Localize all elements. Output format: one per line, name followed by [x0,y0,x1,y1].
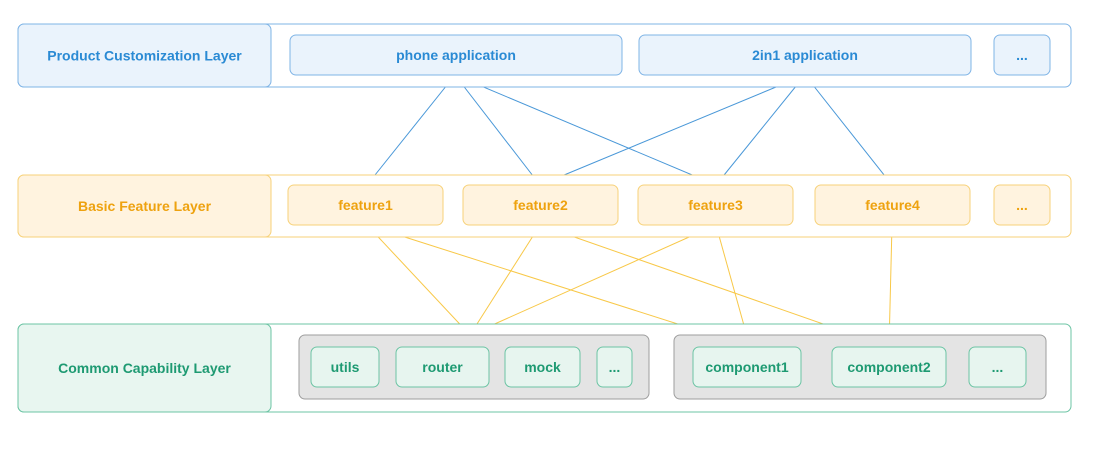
node-box [831,346,947,388]
edge-phone-to-feature1 [366,74,456,186]
node-feature3[interactable]: feature3 [637,184,794,226]
node-label: mock [524,359,561,375]
node-product_more[interactable]: ... [993,34,1051,76]
layer-title-box [17,174,272,238]
layer-title-box [17,23,272,88]
edge-feature1-to-utility_group [366,224,471,336]
node-label: 2in1 application [752,47,858,63]
node-label: ... [992,359,1004,375]
node-box [310,346,380,388]
layer-title: Common Capability Layer [58,360,231,376]
node-mock[interactable]: mock [504,346,581,388]
node-label: component2 [847,359,930,375]
node-label: ... [1016,197,1028,213]
node-box [596,346,633,388]
node-label: utils [331,359,360,375]
node-label: feature4 [865,197,920,213]
node-component_more[interactable]: ... [968,346,1027,388]
node-box [287,184,444,226]
nodes-layer: phone application 2in1 application... feat… [287,34,1051,400]
edge-twoin1-to-feature4 [804,74,893,186]
node-label: feature1 [338,197,393,213]
node-utility_more[interactable]: ... [596,346,633,388]
node-box [692,346,802,388]
layer-title: Product Customization Layer [47,48,242,64]
node-box [395,346,490,388]
node-box [637,184,794,226]
node-utils[interactable]: utils [310,346,380,388]
node-label: feature3 [688,197,743,213]
node-label: ... [1016,47,1028,63]
node-box [504,346,581,388]
node-label: ... [609,359,621,375]
edge-feature3-to-utility_group [469,224,717,336]
node-feature1[interactable]: feature1 [287,184,444,226]
layer-title: Basic Feature Layer [78,198,212,214]
edge-twoin1-to-feature2 [539,74,806,186]
node-twoin1[interactable]: 2in1 application [638,34,972,76]
node-box [814,184,971,226]
node-feature4[interactable]: feature4 [814,184,971,226]
edge-phone-to-feature2 [454,74,541,186]
layer-title-box [17,323,272,413]
node-box [462,184,619,226]
node-box [289,34,623,76]
node-feature_more[interactable]: ... [993,184,1051,226]
node-label: phone application [396,47,516,63]
edge-phone-to-feature3 [454,74,717,186]
edge-feature2-to-utility_group [469,224,541,336]
edge-twoin1-to-feature3 [715,74,806,186]
node-phone[interactable]: phone application [289,34,623,76]
node-box [968,346,1027,388]
node-label: router [422,359,463,375]
node-feature2[interactable]: feature2 [462,184,619,226]
node-box [993,34,1051,76]
node-component2[interactable]: component2 [831,346,947,388]
node-box [638,34,972,76]
node-component1[interactable]: component1 [692,346,802,388]
node-router[interactable]: router [395,346,490,388]
node-label: component1 [705,359,788,375]
node-label: feature2 [513,197,568,213]
node-box [993,184,1051,226]
